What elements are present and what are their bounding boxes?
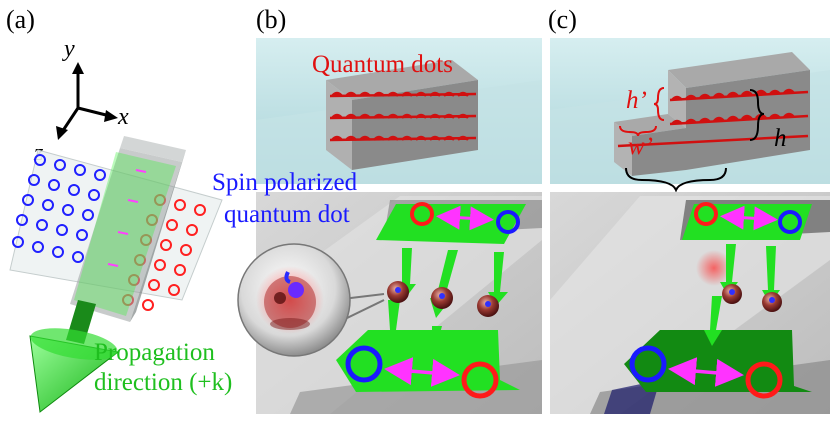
green-field-arrows-c [704,244,780,346]
spin-polarized-label-line2: quantum dot [224,201,350,228]
coordinate-axes [56,62,118,140]
surface-quantum-dots [387,281,499,317]
panel-c-top: h’ w’ h [550,38,830,193]
blue-circularity-markers [12,154,106,263]
polarization-markers-bottom-b [345,345,499,399]
panel-c-bottom [550,192,830,414]
panel-a: (a) y x z [6,5,232,413]
propagation-arrow [29,300,120,413]
h-label: h [774,125,787,152]
propagation-label-line1: Propagation [94,339,215,366]
quantum-dot-layers [329,91,477,142]
waveguide-a [70,136,186,322]
quantum-dot-layers-c [617,88,809,148]
panel-b-bottom: Spin polarized quantum dot [212,169,542,414]
panel-c: (c) [548,5,830,414]
polarization-markers-bottom-c [629,345,783,399]
spin-polarized-label-line1: Spin polarized [212,169,358,196]
propagation-label-line2: direction (+k) [94,369,232,396]
panel-c-label: (c) [548,5,577,34]
y-axis-label: y [62,36,75,62]
panel-b-top: Quantum dots [256,38,542,184]
h-prime-label: h’ [626,87,647,114]
x-axis-label: x [117,104,129,130]
panel-b-label: (b) [256,5,286,34]
dimension-braces [619,87,765,193]
quantum-dots-label: Quantum dots [312,51,453,78]
surface-quantum-dots-c [722,284,782,312]
panel-a-label: (a) [6,5,35,34]
w-prime-label: w’ [628,133,653,160]
zoom-bubble [237,243,385,357]
polarization-markers-top-b [410,202,520,234]
polarization-markers-top-c [694,202,802,234]
panel-b: (b) Quantum dots [212,5,542,414]
